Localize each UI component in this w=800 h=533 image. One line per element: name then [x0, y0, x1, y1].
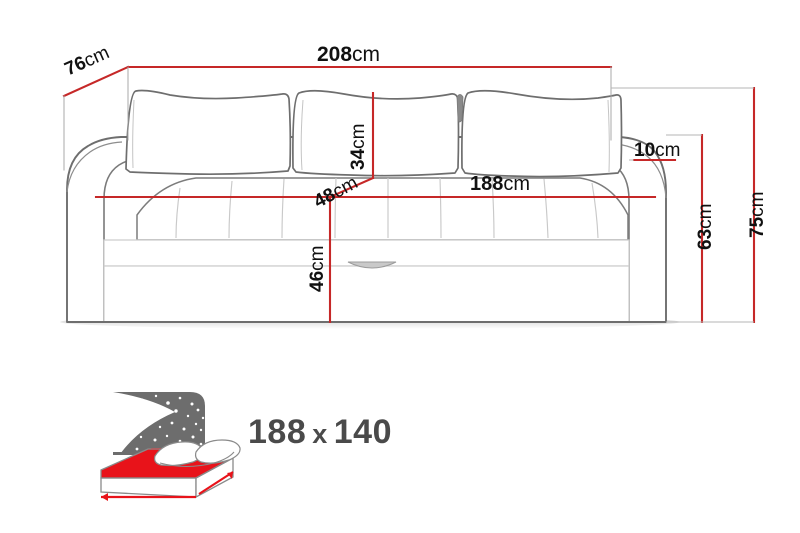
label-armrest-width: 10cm — [634, 141, 680, 160]
bed-size-second: 140 — [333, 413, 392, 451]
sofa-illustration — [60, 89, 680, 329]
back-cushion-right-seam — [607, 99, 610, 173]
label-height-total: 75cm — [747, 191, 768, 238]
label-armrest-width-unit: cm — [655, 140, 681, 161]
drawer-handle — [347, 261, 397, 269]
bed-pillow-right — [194, 439, 241, 464]
label-seat-height-unit: cm — [307, 245, 328, 271]
right-extension-lines — [611, 87, 754, 323]
label-armrest-height-value: 63 — [695, 228, 716, 250]
bed-size-separator: x — [312, 419, 328, 449]
bed-icon — [100, 392, 241, 501]
dimline-seat-depth — [328, 176, 375, 199]
label-seat-width-unit: cm — [503, 173, 531, 195]
bed-arrow-heads — [101, 472, 233, 501]
dimension-lines — [62, 65, 756, 324]
bed-headboard-swoosh — [113, 392, 175, 452]
label-backrest-height-unit: cm — [348, 123, 369, 149]
label-backrest-height-value: 34 — [348, 148, 369, 170]
label-armrest-height: 63cm — [695, 203, 716, 250]
bed-duvet-fold — [159, 451, 235, 468]
back-cushion-left-seam — [132, 99, 135, 169]
label-backrest-height: 34cm — [348, 123, 369, 170]
bed-size-first: 188 — [248, 413, 307, 451]
bed-arrow-depth — [198, 471, 234, 495]
back-cushion-middle — [292, 89, 460, 177]
bed-mattress-front — [100, 477, 197, 498]
back-cushion-right — [461, 89, 623, 178]
label-seat-width: 188cm — [470, 174, 530, 194]
label-armrest-width-value: 10 — [634, 140, 656, 161]
back-cushion-left — [125, 89, 292, 176]
base-panel-lower — [103, 265, 630, 323]
cushion-pleat — [456, 94, 464, 123]
label-seat-height: 46cm — [307, 245, 328, 292]
left-arm-cap — [66, 141, 123, 193]
back-cushion-middle-seam — [300, 99, 304, 171]
label-height-total-unit: cm — [747, 191, 768, 217]
label-seat-width-value: 188 — [470, 173, 504, 195]
right-arm-outer-line — [615, 143, 667, 199]
bed-headboard-stars — [122, 394, 205, 451]
seat-tufting-seams — [175, 177, 599, 239]
dimline-depth-total — [62, 65, 130, 98]
label-width-total: 208cm — [317, 44, 380, 65]
bed-dimension-arrows — [101, 471, 234, 499]
label-width-total-unit: cm — [352, 43, 381, 66]
label-seat-height-value: 46 — [307, 270, 328, 292]
label-height-total-value: 75 — [747, 216, 768, 238]
label-width-total-value: 208 — [317, 43, 353, 66]
label-armrest-height-unit: cm — [695, 203, 716, 229]
seat-surface — [136, 177, 629, 241]
